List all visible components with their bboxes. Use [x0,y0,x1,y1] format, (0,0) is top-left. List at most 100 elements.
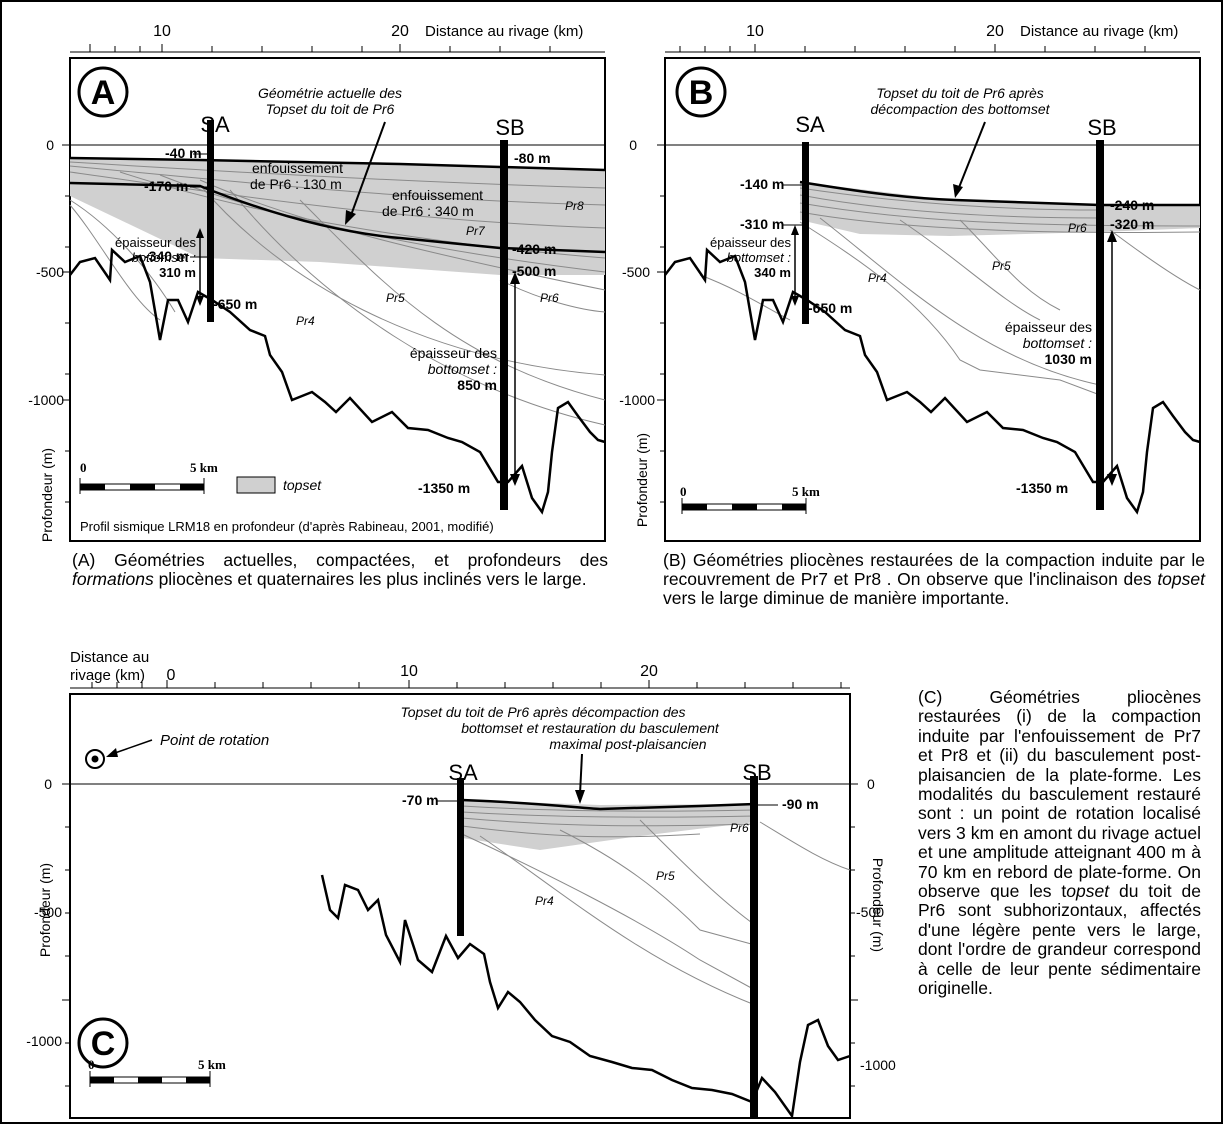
panel-c-depth-0-left: 0 [44,776,52,792]
panel-b-depth-0: 0 [629,137,637,153]
panel-b-depth-label-650: -650 m [808,300,852,316]
panel-c-tick-20: 20 [640,663,658,680]
panel-b-scale-five: 5 km [792,484,820,499]
panel-a-sb-label: SB [495,115,524,140]
panel-a-burial-sa-1: enfouissement [252,160,343,176]
panel-a-scale-zero: 0 [80,460,87,475]
panel-b-letter-circle [675,66,727,118]
panel-c-depth-500-left: -500 [34,904,62,920]
panel-b-unit-pr6: Pr6 [1068,221,1087,235]
panel-c-basement [320,874,851,1120]
panel-b-tick-10: 10 [746,23,764,40]
panel-a-unit-pr5: Pr5 [386,291,405,305]
panel-c-unit-pr6: Pr6 [730,821,749,835]
panel-a-depth-500: -500 [36,264,64,280]
panel-b-scale-bar: 0 5 km [680,484,820,514]
panel-c-unit-pr4: Pr4 [535,894,554,908]
panel-b-thickness-sb-2: bottomset : [1023,335,1092,351]
panel-b-well-sb [1096,140,1104,510]
panel-c: Distance au rivage (km) 0 10 20 0 -500 -… [26,649,896,1120]
caption-c: (C) Géométries pliocènes restaurées (i) … [918,687,1201,999]
panel-b-sa-label: SA [795,112,825,137]
panel-b-thickness-sb-1: épaisseur des [1005,319,1092,335]
panel-c-tick-0: 0 [167,667,176,684]
panel-b-depth-label-240: -240 m [1110,197,1154,213]
panel-c-title-arrowhead [575,790,585,804]
panel-a-depth-label-1350: -1350 m [418,480,470,496]
panel-c-rotation-label: Point de rotation [160,732,269,749]
panel-c-scale-five: 5 km [198,1057,226,1072]
panel-b-depth-1000: -1000 [619,392,655,408]
panel-b-title-line2: décompaction des bottomset [871,101,1051,117]
panel-c-rotation-arrow [111,739,153,755]
panel-b-depth-label-310: -310 m [740,216,784,232]
panel-c-title-line3: maximal post-plaisancien [549,736,706,752]
panel-a-source: Profil sismique LRM18 en profondeur (d'a… [80,519,494,534]
panel-c-depth-label-90: -90 m [782,796,819,812]
panel-b-depth-label: Profondeur (m) [634,433,650,527]
panel-b-basement [664,247,1201,515]
panel-c-letter-circle [77,1017,129,1069]
panel-a-legend-label: topset [283,477,322,493]
panel-c-depth-label-left: Profondeur (m) [37,863,53,957]
panel-a-letter-circle [77,66,129,118]
panel-a-unit-pr7: Pr7 [466,224,486,238]
panel-a-unit-pr8: Pr8 [565,199,584,213]
panel-a-burial-sa-2: de Pr6 : 130 m [250,176,342,192]
panel-c-pr6-roof [461,798,756,811]
panel-a-depth-label-500: -500 m [512,263,556,279]
panel-c-depth-1000-left: -1000 [26,1033,62,1049]
panel-c-depth-1000-right: -1000 [860,1057,896,1073]
panel-a: 10 20 Distance au rivage (km) 0 -500 -10… [28,23,606,542]
panel-b-tick-20: 20 [986,23,1004,40]
panel-b-thickness-sa-3: 340 m [754,265,791,280]
panel-a-depth-label-170: -170 m [144,178,188,194]
panel-a-depth-1000: -1000 [28,392,64,408]
panel-b-thickness-sb-3: 1030 m [1045,351,1092,367]
panel-b-scale-zero: 0 [680,484,687,499]
panel-b-thickness-sa-2: bottomset : [727,250,792,265]
panel-a-thickness-sb-3: 850 m [457,377,497,393]
panel-b-depth-label-140: -140 m [740,176,784,192]
panel-c-sa-label: SA [448,760,478,785]
panel-c-well-sa [457,778,464,936]
panel-a-burial-sb-2: de Pr6 : 340 m [382,203,474,219]
panel-a-depth-label-650: -650 m [213,296,257,312]
panel-b-unit-pr4: Pr4 [868,271,887,285]
panel-c-scale-zero: 0 [88,1057,95,1072]
panel-c-tick-10: 10 [400,663,418,680]
panel-c-depth-label-right: Profondeur (m) [870,858,886,952]
panel-a-sa-label: SA [200,112,230,137]
panel-a-title-line2: Topset du toit de Pr6 [266,101,395,117]
panel-a-depth-label-340: -340 m [144,248,188,264]
panel-a-thickness-sb-2: bottomset : [428,361,497,377]
panel-c-distance-label-1: Distance au [70,649,149,666]
panel-a-thickness-sb-1: épaisseur des [410,345,497,361]
panel-b-pr6-roof [799,180,1200,207]
panel-a-depth-label-420: -420 m [512,241,556,257]
panel-a-depth-label: Profondeur (m) [39,448,55,542]
panel-c-depth-label-70: -70 m [402,792,439,808]
panel-a-depth-label-40: -40 m [165,145,202,161]
panel-a-frame [69,57,606,542]
panel-c-title-line2: bottomset et restauration du basculement [461,720,720,736]
panel-a-title-arrow [349,121,386,219]
panel-c-depth-500-right: -500 [856,904,884,920]
panel-a-thickness-sa-3: 310 m [159,265,196,280]
panel-b-depth-label-1350: -1350 m [1016,480,1068,496]
panel-a-tick-10: 10 [153,23,171,40]
caption-b: (B) Géométries pliocènes restaurées de l… [663,550,1205,608]
panel-c-sb-label: SB [742,760,771,785]
panel-b-horizons [699,187,1201,396]
panel-b: 10 20 Distance au rivage (km) 0 -500 -10… [619,23,1201,542]
panel-b-frame [664,57,1201,542]
panel-a-thickness-sa-2: bottomset : [132,250,197,265]
panel-a-unit-pr4: Pr4 [296,314,315,328]
panel-c-letter: C [91,1025,116,1063]
panel-a-thickness-sa-1: épaisseur des [115,235,196,250]
panel-a-basement [69,247,606,515]
panel-b-title-line1: Topset du toit de Pr6 après [876,85,1044,101]
panel-c-distance-label-2: rivage (km) [70,667,145,684]
panel-a-title-arrowhead [345,210,356,225]
